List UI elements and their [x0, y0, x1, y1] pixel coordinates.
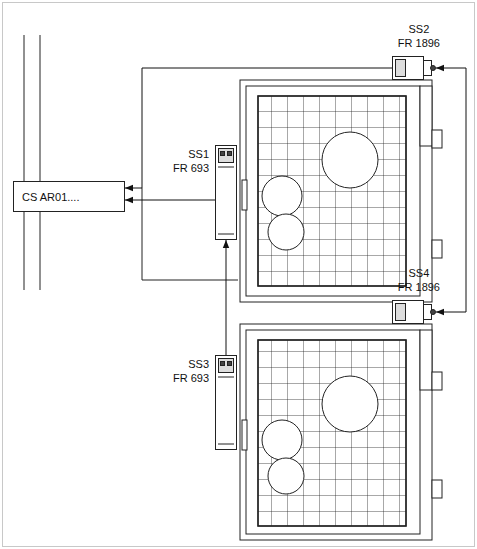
frame — [3, 3, 475, 547]
part-number: FR 693 — [173, 162, 209, 174]
control-box: CS AR01.... — [13, 181, 125, 212]
sensor-name: SS1 — [188, 148, 209, 160]
oven-lower — [240, 324, 442, 540]
sensor-device: SS4FR 1896 — [392, 300, 436, 324]
sensor-symbol — [392, 56, 436, 80]
signal-arrow — [436, 68, 466, 312]
sensor-label-group: SS1 FR 693 — [173, 147, 209, 175]
part-number: FR 1896 — [398, 37, 440, 49]
sensor-label-group: SS2 FR 1896 — [398, 22, 440, 50]
sensor-name: SS4 — [409, 267, 430, 279]
sensor-label-group: SS3 FR 693 — [173, 357, 209, 385]
sensor-device: SS2FR 1896 — [392, 56, 436, 80]
part-number: FR 1896 — [398, 281, 440, 293]
sensor-symbol — [392, 300, 436, 324]
part-number: FR 693 — [173, 372, 209, 384]
box-label: CS AR01.... — [22, 190, 79, 204]
signal-arrow — [125, 68, 392, 188]
sensor-label-group: SS4 FR 1896 — [398, 266, 440, 294]
oven-upper — [240, 80, 442, 302]
sensor-device: SS1FR 693 — [215, 145, 237, 240]
sensor-symbol — [215, 145, 237, 240]
signal-arrow — [125, 200, 215, 201]
bus-lines — [24, 35, 40, 290]
sensor-device: SS3FR 693 — [215, 355, 237, 450]
sensor-symbol — [215, 355, 237, 450]
sensor-name: SS2 — [409, 23, 430, 35]
sensor-name: SS3 — [188, 358, 209, 370]
signal-arrow — [226, 240, 227, 355]
